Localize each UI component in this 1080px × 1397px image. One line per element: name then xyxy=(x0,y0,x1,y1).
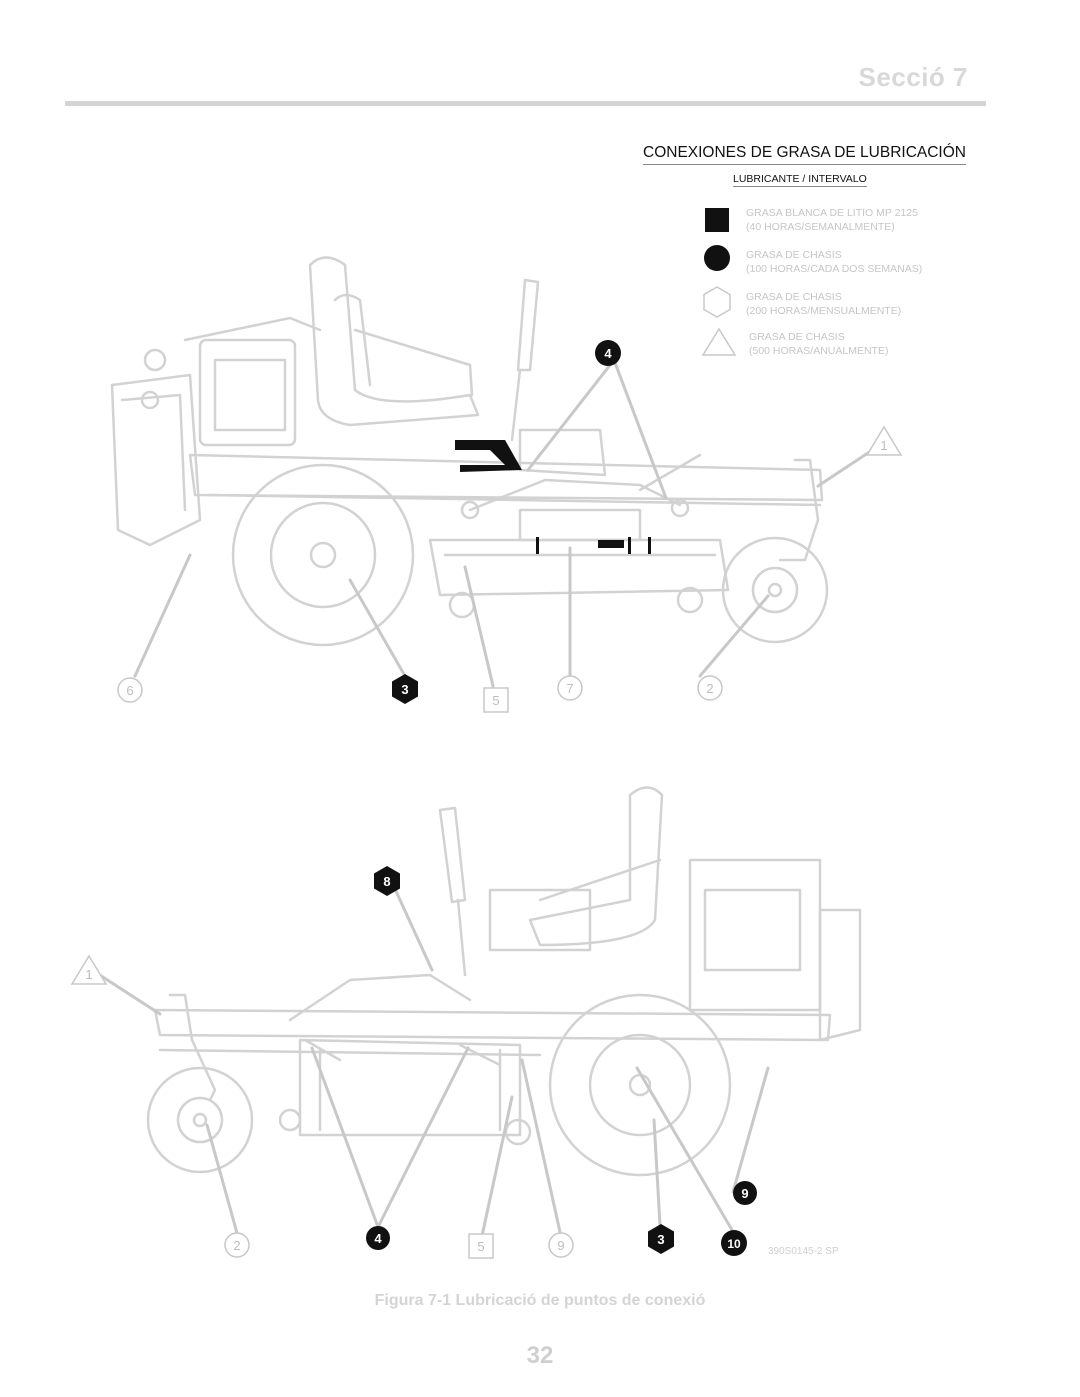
callout-4-top xyxy=(595,340,621,366)
callout-7-top-label: 7 xyxy=(566,681,573,696)
callout-10-bottom xyxy=(721,1230,747,1256)
legend-item-500h-line1: GRASA DE CHASIS xyxy=(749,331,845,343)
callout-8-bottom-label: 8 xyxy=(383,874,390,889)
callout-2-bottom xyxy=(224,1232,250,1258)
callout-9-bottom-filled-label: 9 xyxy=(741,1186,748,1201)
callout-7-top xyxy=(557,675,583,701)
callout-8-bottom xyxy=(374,866,400,896)
figure-caption: Figura 7-1 Lubricació de puntos de conex… xyxy=(374,1292,706,1309)
legend-title: CONEXIONES DE GRASA DE LUBRICACIÓN xyxy=(643,144,966,165)
deck-height-marks xyxy=(536,537,651,554)
callout-3-top-label: 3 xyxy=(401,682,408,697)
legend-item-100h: GRASA DE CHASIS (100 HORAS/CADA DOS SEMA… xyxy=(746,248,922,276)
callout-1-top xyxy=(865,425,903,456)
callout-2-top-label: 2 xyxy=(706,681,713,696)
legend-item-200h-line2: (200 HORAS/MENSUALMENTE) xyxy=(746,305,902,317)
callout-4-bottom-label: 4 xyxy=(374,1231,382,1246)
top-mower-illustration xyxy=(110,256,829,647)
triangle-icon xyxy=(701,327,737,356)
legend-subtitle: LUBRICANTE / INTERVALO xyxy=(733,173,867,187)
legend-item-lithium-line1: GRASA BLANCA DE LITIO MP 2125 xyxy=(746,207,918,219)
callout-2-top xyxy=(697,675,723,701)
callout-3-top xyxy=(392,674,418,704)
callout-5-top-label: 5 xyxy=(492,693,499,708)
callout-6-top-label: 6 xyxy=(126,683,133,698)
callout-3-bottom xyxy=(648,1224,674,1254)
page-number: 32 xyxy=(526,1342,554,1369)
callout-9-bottom xyxy=(548,1232,574,1258)
callout-5-bottom xyxy=(468,1233,494,1259)
top-control-handle xyxy=(455,440,522,472)
callout-5-top xyxy=(483,687,509,713)
section-title: Secció 7 xyxy=(858,62,968,92)
callout-2-bottom-label: 2 xyxy=(233,1238,240,1253)
legend-item-lithium-line2: (40 HORAS/SEMANALMENTE) xyxy=(746,221,895,233)
callout-1-top-label: 1 xyxy=(880,438,887,453)
legend-item-200h-line1: GRASA DE CHASIS xyxy=(746,291,842,303)
legend-item-500h-line2: (500 HORAS/ANUALMENTE) xyxy=(749,345,889,357)
callout-4-bottom xyxy=(366,1226,390,1250)
bottom-mower-illustration xyxy=(146,786,862,1177)
callout-9-bottom-filled xyxy=(733,1181,757,1205)
header-divider xyxy=(65,101,986,106)
callout-6-top xyxy=(117,677,143,703)
callout-5-bottom-label: 5 xyxy=(477,1239,484,1254)
legend-item-100h-line1: GRASA DE CHASIS xyxy=(746,249,842,261)
callout-4-top-label: 4 xyxy=(604,346,612,361)
legend-item-200h: GRASA DE CHASIS (200 HORAS/MENSUALMENTE) xyxy=(746,290,901,318)
legend-item-100h-line2: (100 HORAS/CADA DOS SEMANAS) xyxy=(746,263,923,275)
filled-square-icon xyxy=(705,208,729,232)
hexagon-icon xyxy=(703,286,731,318)
legend-item-lithium: GRASA BLANCA DE LITIO MP 2125 (40 HORAS/… xyxy=(746,206,918,234)
callout-leader-lines xyxy=(93,358,882,1238)
callout-9-bottom-label: 9 xyxy=(557,1238,564,1253)
filled-circle-icon xyxy=(704,245,730,271)
callout-10-bottom-label: 10 xyxy=(727,1237,741,1251)
callout-1-bottom xyxy=(70,954,108,985)
legend-item-500h: GRASA DE CHASIS (500 HORAS/ANUALMENTE) xyxy=(749,330,888,358)
callout-1-bottom-label: 1 xyxy=(85,967,92,982)
callout-3-bottom-label: 3 xyxy=(657,1232,664,1247)
part-number: 390S0145-2 SP xyxy=(768,1246,839,1257)
